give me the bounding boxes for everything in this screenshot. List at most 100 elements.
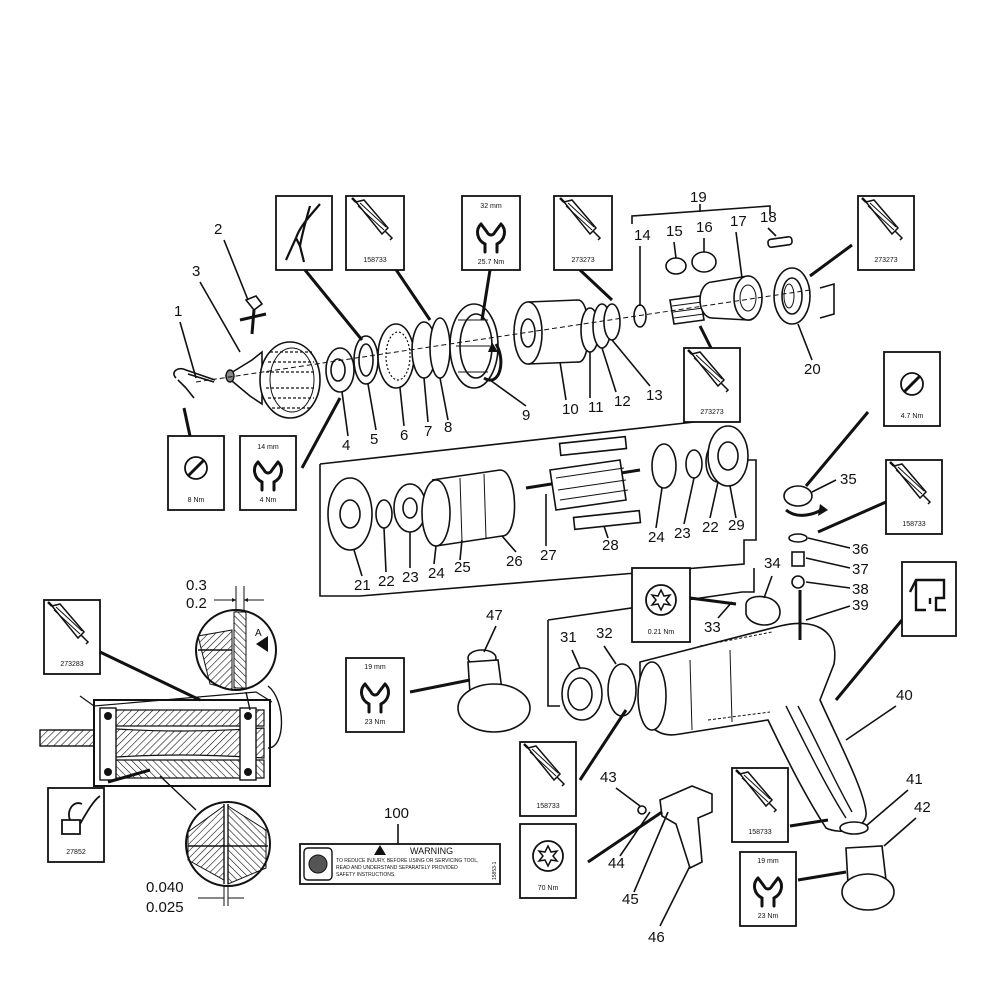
part-number: 5 (370, 431, 378, 448)
part-number: 44 (608, 855, 625, 872)
wrench-box-19mm-b: 19 mm 23 Nm (739, 851, 797, 927)
grease-code: 273283 (60, 661, 83, 668)
ring-gear-6-icon (377, 323, 415, 389)
part-number: 29 (728, 517, 745, 534)
warning-line-1: TO REDUCE INJURY, BEFORE USING OR SERVIC… (336, 858, 479, 864)
dimension-labels: 0.3 0.2 0.040 0.025 A (146, 577, 262, 916)
part-number: 31 (560, 629, 577, 646)
part-number: 12 (614, 393, 631, 410)
part-number: 42 (914, 799, 931, 816)
group-bracket-19 (631, 205, 771, 224)
part-number: 41 (906, 771, 923, 788)
part-number: 11 (588, 399, 604, 416)
wrench-size: 19 mm (364, 664, 386, 671)
torque-value: 8 Nm (188, 497, 205, 504)
part-number: 24 (428, 565, 445, 582)
bearing-23b-icon (685, 449, 703, 479)
part-number: 25 (454, 559, 471, 576)
part-number: 39 (852, 597, 869, 614)
wrench-box-14mm: 14 mm 4 Nm (239, 435, 297, 511)
ring-8-icon (429, 317, 451, 379)
part-number: 100 (384, 805, 409, 822)
part-number: 40 (896, 687, 913, 704)
chuck-assembly (173, 204, 835, 419)
grease-code: 273273 (700, 409, 723, 416)
part-number: 37 (852, 561, 869, 578)
part-number: 24 (648, 529, 665, 546)
grease-code: 158733 (748, 829, 771, 836)
part-number: 20 (804, 361, 821, 378)
pliers-icon (284, 203, 321, 263)
part-number: 34 (764, 555, 781, 572)
warning-triangle-icon (374, 845, 386, 855)
chuck-icon (224, 341, 321, 419)
screw-box-4-7nm: 4.7 Nm (883, 351, 941, 427)
wrench-size: 19 mm (757, 858, 779, 865)
torque-value: 25.7 Nm (478, 259, 505, 266)
cylinder-26-icon (421, 469, 516, 547)
dimension-bottom-max: 0.040 (146, 879, 184, 896)
spindle-10-icon (513, 299, 590, 365)
part-number: 16 (696, 219, 713, 236)
grease-box-273273-c: 273273 (683, 347, 741, 423)
motor-assembly (319, 419, 757, 597)
rotor-27-icon (525, 459, 641, 511)
wrench-size: 14 mm (257, 444, 279, 451)
torx-icon (645, 584, 677, 616)
cross-section-detail (39, 586, 283, 906)
part-number: 22 (702, 519, 719, 536)
part-number: 17 (730, 213, 747, 230)
part-number: 27 (540, 547, 557, 564)
grease-box-158733-b: 158733 (885, 459, 943, 535)
part-number: 4 (342, 437, 350, 454)
pliers-box (275, 195, 333, 271)
part-number: 2 (214, 221, 222, 238)
oil-code: 27852 (66, 849, 86, 856)
valve-parts-icon (745, 485, 828, 640)
grease-box-158733-d: 158733 (731, 767, 789, 843)
part-number: 9 (522, 407, 530, 424)
gear-housing-9-icon (449, 303, 503, 389)
grease-code: 158733 (536, 803, 559, 810)
wrench-size: 32 mm (480, 203, 502, 210)
part-number: 14 (634, 227, 651, 244)
ring-32-icon (607, 663, 637, 717)
part-number: 43 (600, 769, 617, 786)
part-number: 8 (444, 419, 452, 436)
part-number: 23 (674, 525, 691, 542)
part-number: 35 (840, 471, 857, 488)
part-number: 22 (378, 573, 395, 590)
vane-28b-icon (572, 509, 642, 531)
part-number: 18 (760, 209, 777, 226)
number-leaders (179, 227, 917, 927)
clamp-box (901, 561, 957, 637)
part-number: 33 (704, 619, 721, 636)
ring-13-icon (603, 303, 621, 341)
planet-gears-icon (665, 251, 717, 325)
screw-box-8nm: 8 Nm (167, 435, 225, 511)
inlet-42-icon (839, 821, 895, 911)
part-number: 45 (622, 891, 639, 908)
dimension-top-min: 0.2 (186, 595, 207, 612)
part-number: 47 (486, 607, 503, 624)
torx-icon (532, 840, 564, 872)
part-number: 3 (192, 263, 200, 280)
oil-can-icon (61, 795, 101, 835)
grease-box-158733-a: 158733 (345, 195, 405, 271)
leader-lines-bottom (409, 411, 904, 882)
planet-carrier-17-icon (699, 275, 763, 321)
torx-box-0-21nm: 0.21 Nm (631, 567, 691, 643)
wrench-box-19mm-a: 19 mm 23 Nm (345, 657, 405, 733)
part-number: 28 (602, 537, 619, 554)
grease-code: 158733 (902, 521, 925, 528)
torque-value: 4 Nm (260, 497, 277, 504)
grease-box-273273-a: 273273 (553, 195, 613, 271)
warning-line-2: READ AND UNDERSTAND SEPARATELY PROVIDED (336, 865, 458, 871)
housing-40-icon (637, 622, 867, 832)
torque-value: 23 Nm (758, 913, 779, 920)
screwdriver-slot-icon (899, 371, 925, 397)
part-number: 21 (354, 577, 371, 594)
part-number: 23 (402, 569, 419, 586)
warning-label: WARNING TO REDUCE INJURY, BEFORE USING O… (299, 843, 501, 885)
